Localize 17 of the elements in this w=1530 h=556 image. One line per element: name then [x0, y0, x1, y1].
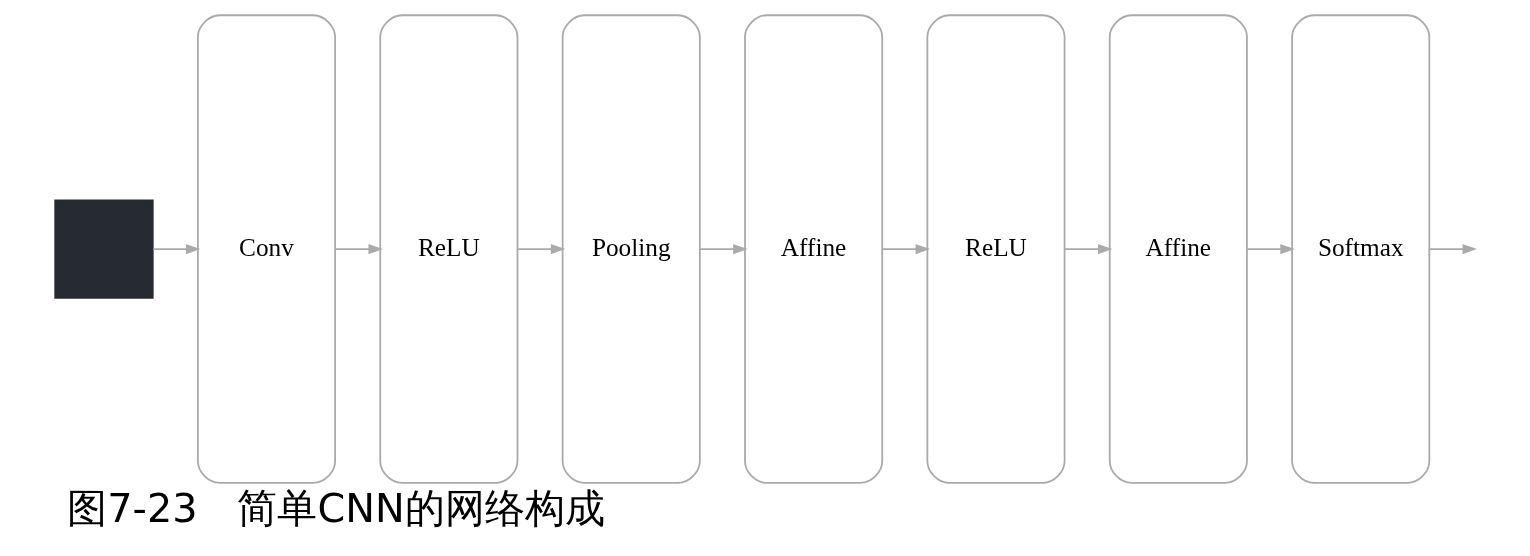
arrow: [1428, 244, 1477, 255]
arrow: [881, 244, 930, 255]
arrow: [698, 244, 748, 255]
node-box: Affine: [743, 14, 883, 484]
arrow: [1245, 244, 1295, 255]
caption: 图7-23 简单CNN的网络构成: [66, 484, 605, 531]
node-box: ReLU: [378, 14, 518, 484]
node-box: [53, 199, 154, 299]
node-box: Conv: [196, 14, 336, 484]
arrow: [516, 244, 565, 255]
arrow: [152, 244, 200, 255]
node-box: Pooling: [561, 14, 701, 484]
node-box: Affine: [1108, 14, 1248, 484]
node-box: Softmax: [1290, 14, 1430, 484]
arrow: [333, 244, 383, 255]
arrow: [1063, 244, 1112, 255]
node-box: ReLU: [925, 14, 1065, 484]
